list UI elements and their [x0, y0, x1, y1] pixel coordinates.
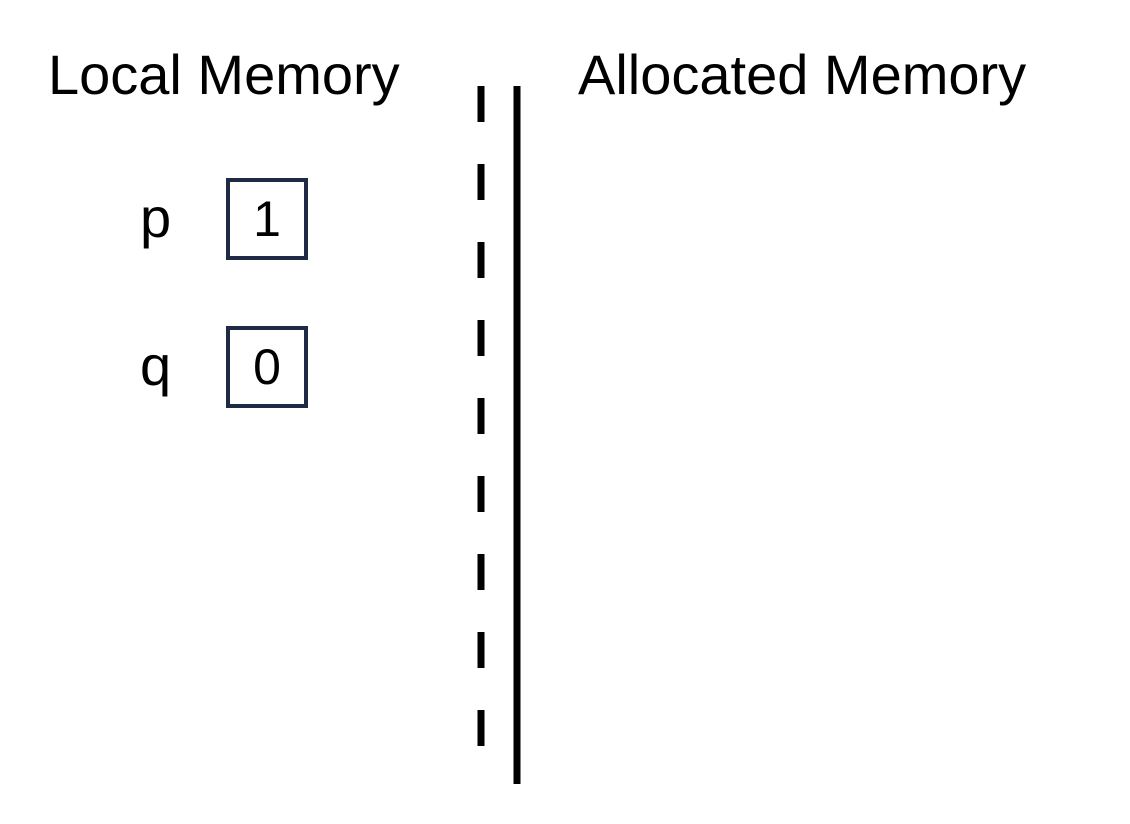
variable-name-q: q: [140, 334, 172, 397]
allocated-memory-heading: Allocated Memory: [578, 43, 1027, 106]
variable-value-box-q: 0: [226, 326, 308, 408]
variable-row-p: p 1: [140, 178, 340, 266]
variable-value-box-p: 1: [226, 178, 308, 260]
variable-row-q: q 0: [140, 326, 340, 414]
local-memory-heading: Local Memory: [48, 43, 400, 106]
variable-name-p: p: [140, 186, 172, 249]
